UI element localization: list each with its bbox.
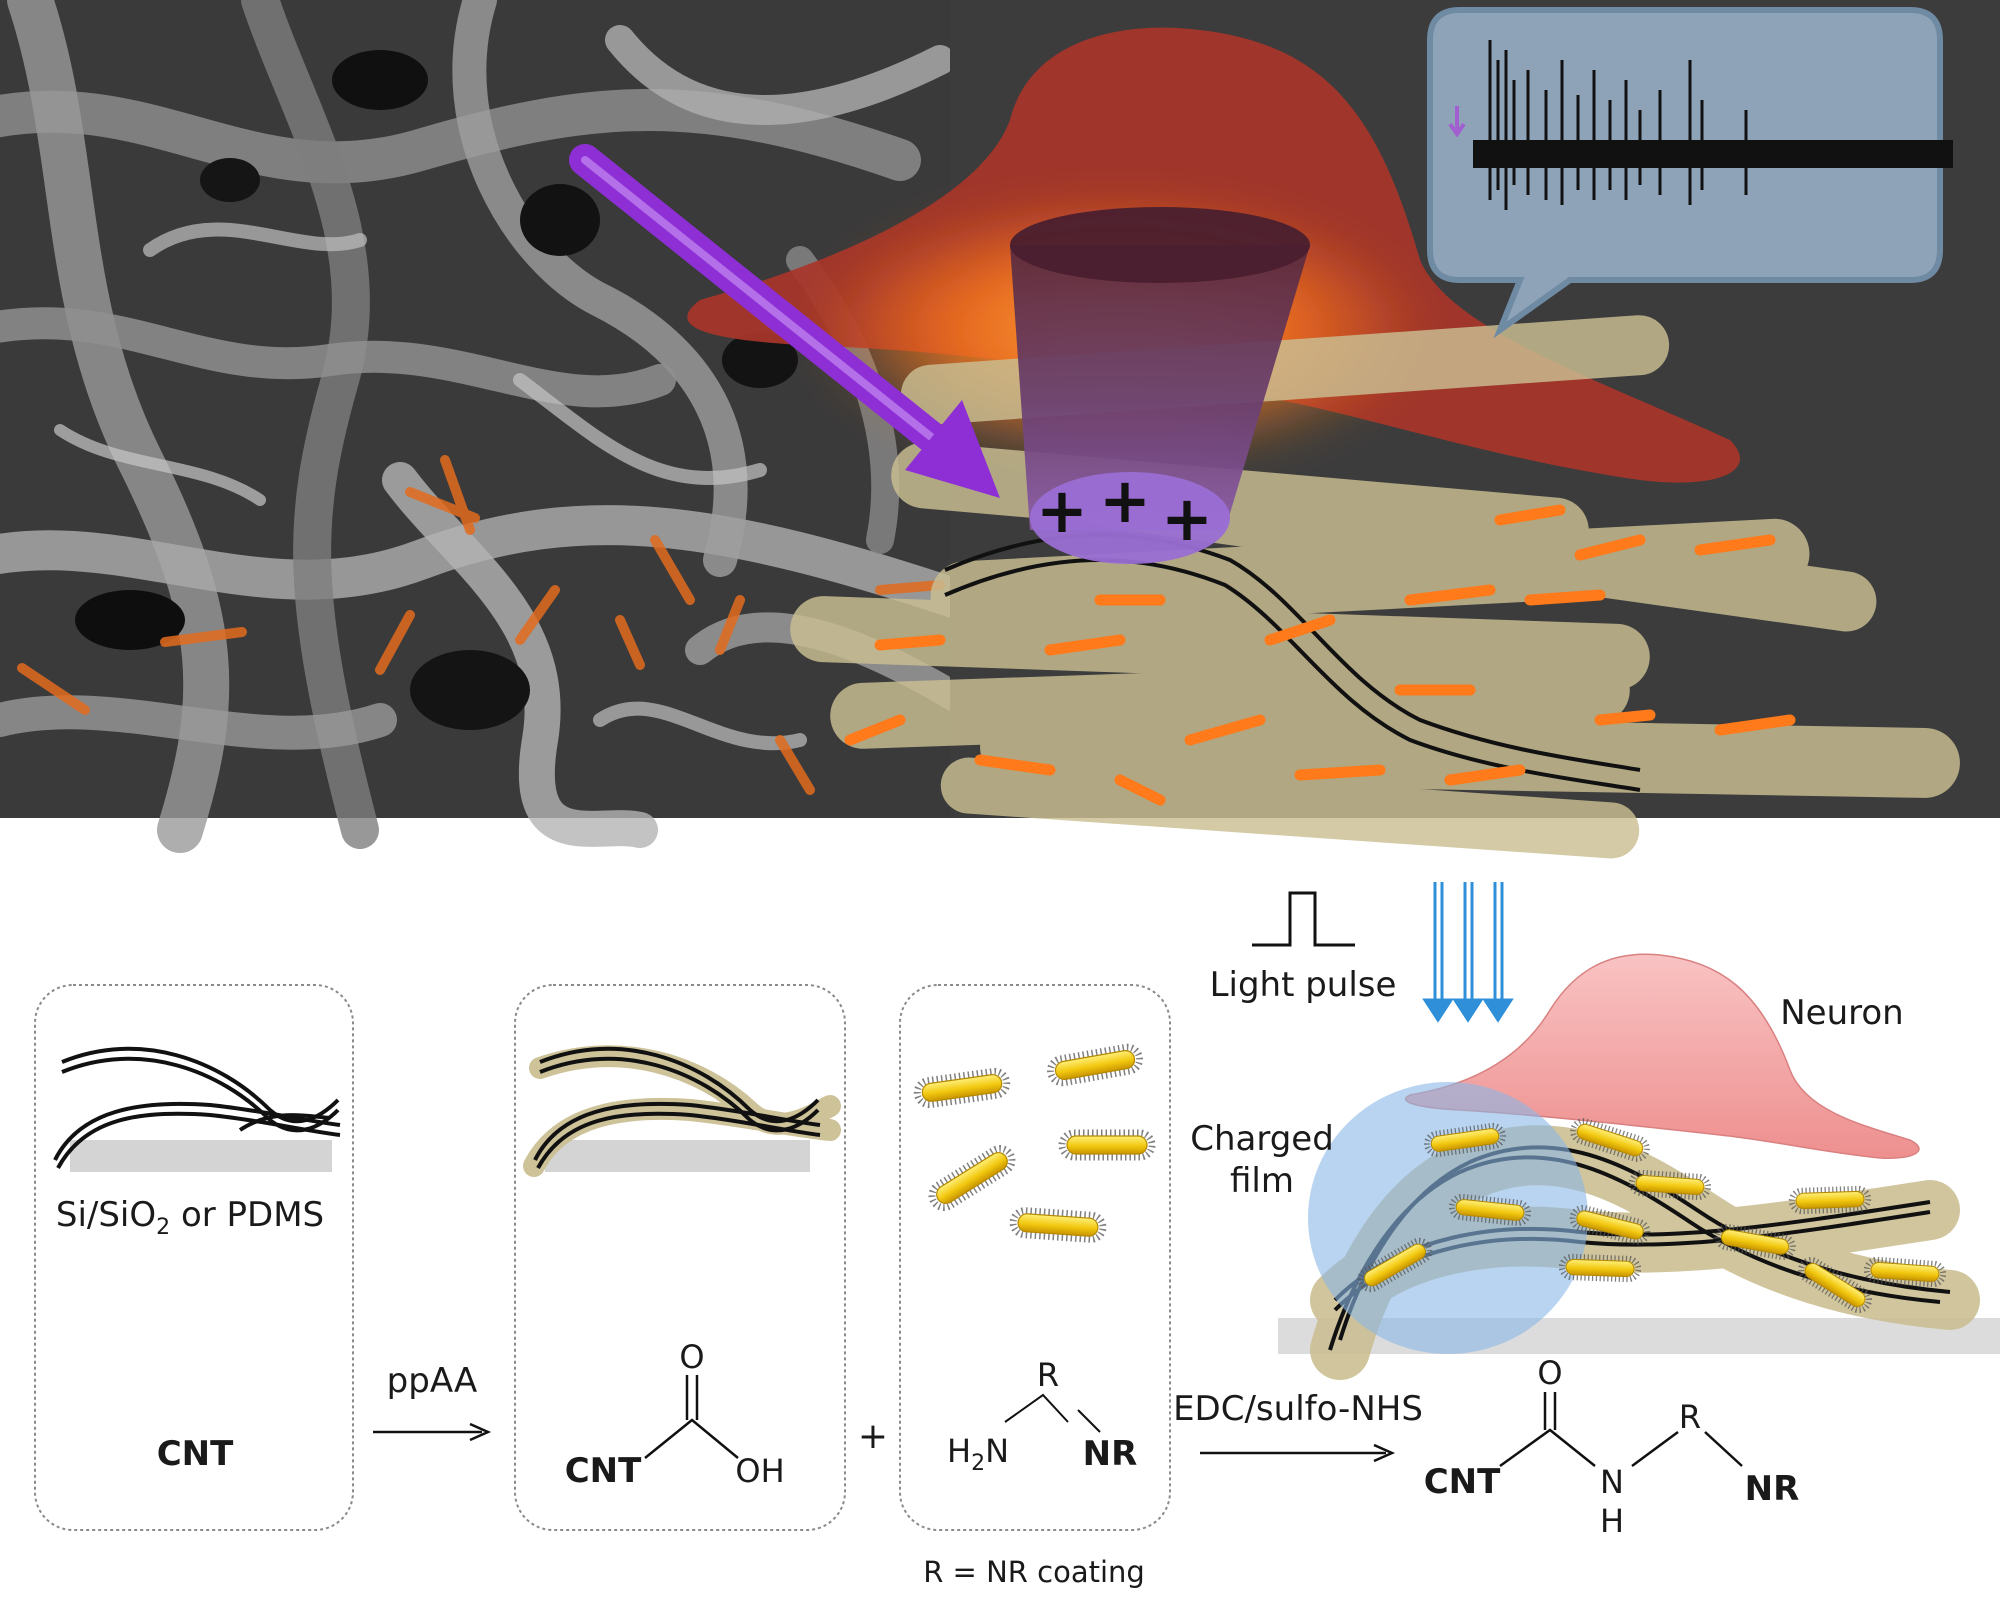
charge-1: + (1036, 474, 1088, 547)
plus-sign: + (858, 1416, 888, 1457)
panel-cnt-cooh: CNT O OH (514, 984, 846, 1531)
sem-micrograph (0, 0, 980, 853)
step1-arrow: ppAA (373, 1361, 492, 1442)
product-cnt: CNT (1424, 1462, 1501, 1502)
cnt-label-2: CNT (565, 1451, 642, 1491)
r-group: R (1037, 1356, 1059, 1394)
pulse-icon (1252, 891, 1355, 947)
ppaa-label: ppAA (387, 1361, 478, 1401)
r-definition: R = NR coating (923, 1555, 1145, 1589)
charged-film (1308, 1082, 1588, 1354)
neuron-label: Neuron (1780, 993, 1903, 1033)
charged-film-label-1: Charged (1190, 1119, 1334, 1159)
product-r-group: R (1679, 1398, 1701, 1436)
stimulation-schematic: Light pulse Neuron Charged film (1190, 882, 2000, 1380)
charge-3: + (1161, 482, 1213, 555)
spike-train (1488, 40, 1748, 210)
carbonyl-oxygen: O (679, 1338, 704, 1376)
substrate-label: Si/SiO2 or PDMS (56, 1195, 324, 1240)
voltage-trace-baseline (1473, 140, 1953, 168)
step2-arrow: EDC/sulfo-NHS (1173, 1389, 1423, 1463)
product-nitrogen: N (1600, 1463, 1624, 1501)
light-rays (1422, 882, 1514, 1023)
substrate (70, 1140, 332, 1172)
edc-label: EDC/sulfo-NHS (1173, 1389, 1423, 1429)
hydroxyl-group: OH (735, 1452, 784, 1490)
light-pulse-label: Light pulse (1210, 965, 1397, 1005)
product-hydrogen: H (1600, 1502, 1624, 1540)
violet-light-arrow (569, 144, 1000, 498)
schematic-illustration: + + + (569, 0, 2000, 859)
cnt-label: CNT (157, 1434, 234, 1474)
recording-speech-bubble (1427, 7, 1953, 339)
panel-cnt: Si/SiO2 or PDMS CNT (34, 984, 354, 1531)
amine-group: H2N (947, 1432, 1009, 1476)
amide-product: CNT O N H R NR (1424, 1354, 1800, 1540)
product-oxygen: O (1537, 1354, 1562, 1392)
charge-2: + (1099, 464, 1151, 537)
product-nr: NR (1745, 1469, 1800, 1509)
nr-label: NR (1083, 1434, 1138, 1474)
electrode-cylinder (1010, 245, 1310, 530)
charged-film-label-2: film (1230, 1161, 1294, 1201)
neuron-cell (1404, 953, 1920, 1159)
panel-nanorods: R H2N NR (899, 984, 1171, 1531)
